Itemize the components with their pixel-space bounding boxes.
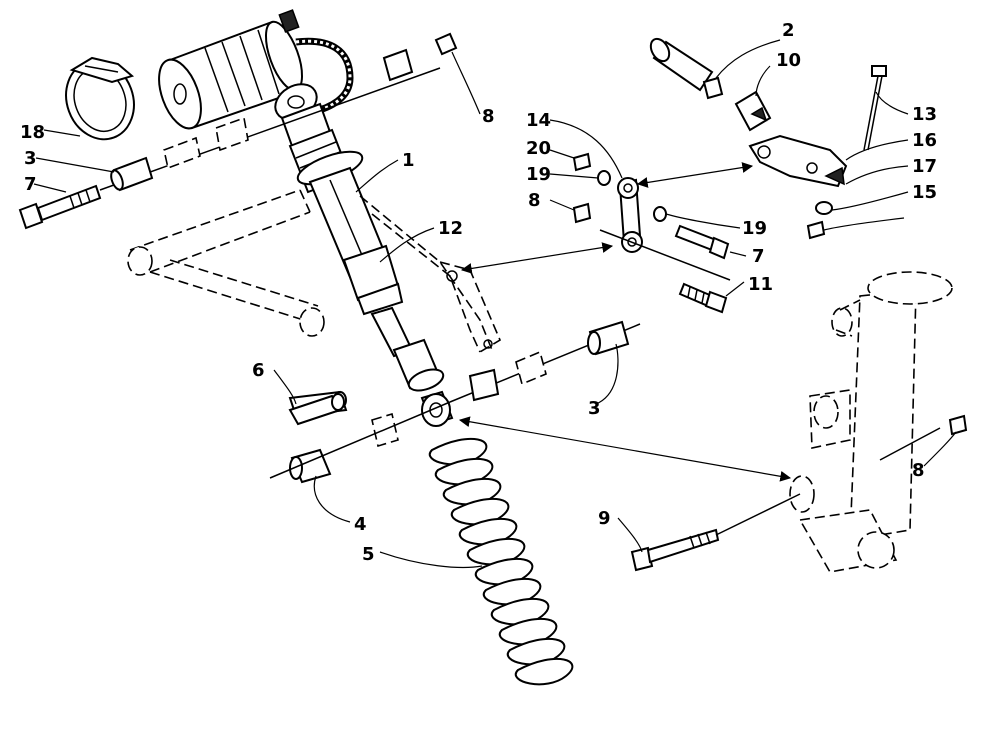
callout-14: 14 bbox=[526, 110, 551, 131]
callout-1: 1 bbox=[402, 150, 415, 171]
lower-mount-and-spring bbox=[269, 320, 641, 686]
callout-20: 20 bbox=[526, 138, 551, 159]
callout-6: 6 bbox=[252, 360, 265, 381]
callout-8-middle: 8 bbox=[528, 190, 541, 211]
callout-11: 11 bbox=[748, 274, 773, 295]
callout-16: 16 bbox=[912, 130, 937, 151]
linkage-rod bbox=[572, 152, 731, 314]
shock-reservoir bbox=[158, 9, 354, 130]
spindle-phantom bbox=[789, 271, 968, 573]
callout-9: 9 bbox=[598, 508, 611, 529]
callout-18: 18 bbox=[20, 122, 45, 143]
callout-12: 12 bbox=[438, 218, 463, 239]
callout-17: 17 bbox=[912, 156, 937, 177]
callout-19-lower: 19 bbox=[742, 218, 767, 239]
callout-3-left: 3 bbox=[24, 148, 37, 169]
assembly-arrows bbox=[458, 162, 792, 482]
callout-3-right: 3 bbox=[588, 398, 601, 419]
bracket-assembly bbox=[649, 37, 887, 240]
callout-7-right: 7 bbox=[752, 246, 765, 267]
coil-spring bbox=[428, 437, 574, 686]
callout-13: 13 bbox=[912, 104, 937, 125]
callout-labels: 18 3 7 8 1 12 2 10 13 16 17 15 14 20 19 … bbox=[20, 20, 937, 565]
leader-lines bbox=[33, 39, 957, 569]
callout-2: 2 bbox=[782, 20, 795, 41]
callout-7-left: 7 bbox=[24, 174, 37, 195]
shock-absorber bbox=[274, 83, 445, 392]
callout-8-top: 8 bbox=[482, 106, 495, 127]
a-arm-phantom bbox=[127, 189, 502, 353]
long-bolt bbox=[630, 493, 801, 572]
pivot-bolt bbox=[288, 393, 345, 426]
callout-8-right: 8 bbox=[912, 460, 925, 481]
callout-15: 15 bbox=[912, 182, 937, 203]
callout-10: 10 bbox=[776, 50, 801, 71]
left-bolt-stack bbox=[18, 32, 458, 230]
hose-clamp bbox=[65, 56, 135, 141]
callout-4: 4 bbox=[354, 514, 367, 535]
callout-19-upper: 19 bbox=[526, 164, 551, 185]
callout-5: 5 bbox=[362, 544, 375, 565]
